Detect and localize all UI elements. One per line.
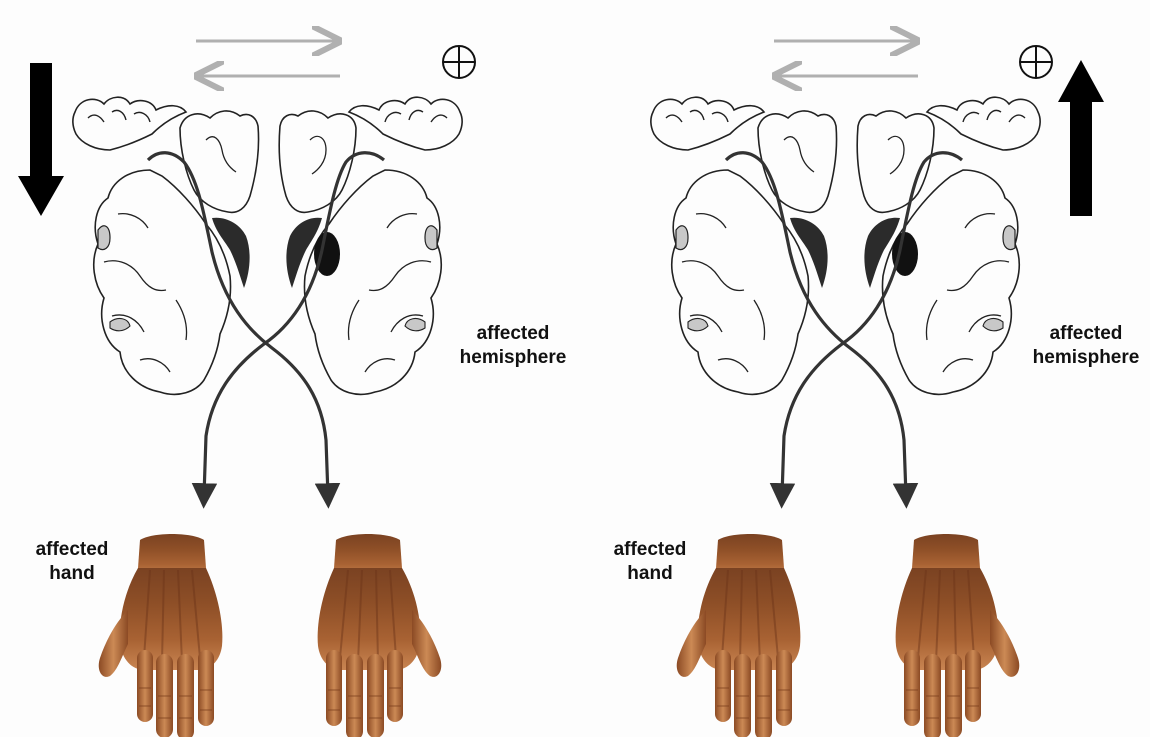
- brain-coronal-section: [651, 97, 1040, 394]
- affected-hemisphere-label: affected hemisphere: [448, 322, 578, 370]
- hand-right: [896, 534, 1020, 737]
- bidirectional-arrows-icon: [196, 41, 340, 76]
- hand-right: [318, 534, 442, 737]
- arrow-up-icon: [1058, 60, 1104, 216]
- affected-hemisphere-label: affected hemisphere: [1024, 322, 1148, 370]
- bidirectional-arrows-icon: [774, 41, 918, 76]
- brain-coronal-section: [73, 97, 462, 394]
- circled-plus-icon: [1020, 46, 1052, 78]
- affected-hand-label: affected hand: [22, 538, 122, 586]
- circled-plus-icon: [443, 46, 475, 78]
- panel-left: [18, 41, 475, 737]
- panel-right: [651, 41, 1104, 737]
- affected-hand-label: affected hand: [600, 538, 700, 586]
- arrow-down-icon: [18, 63, 64, 216]
